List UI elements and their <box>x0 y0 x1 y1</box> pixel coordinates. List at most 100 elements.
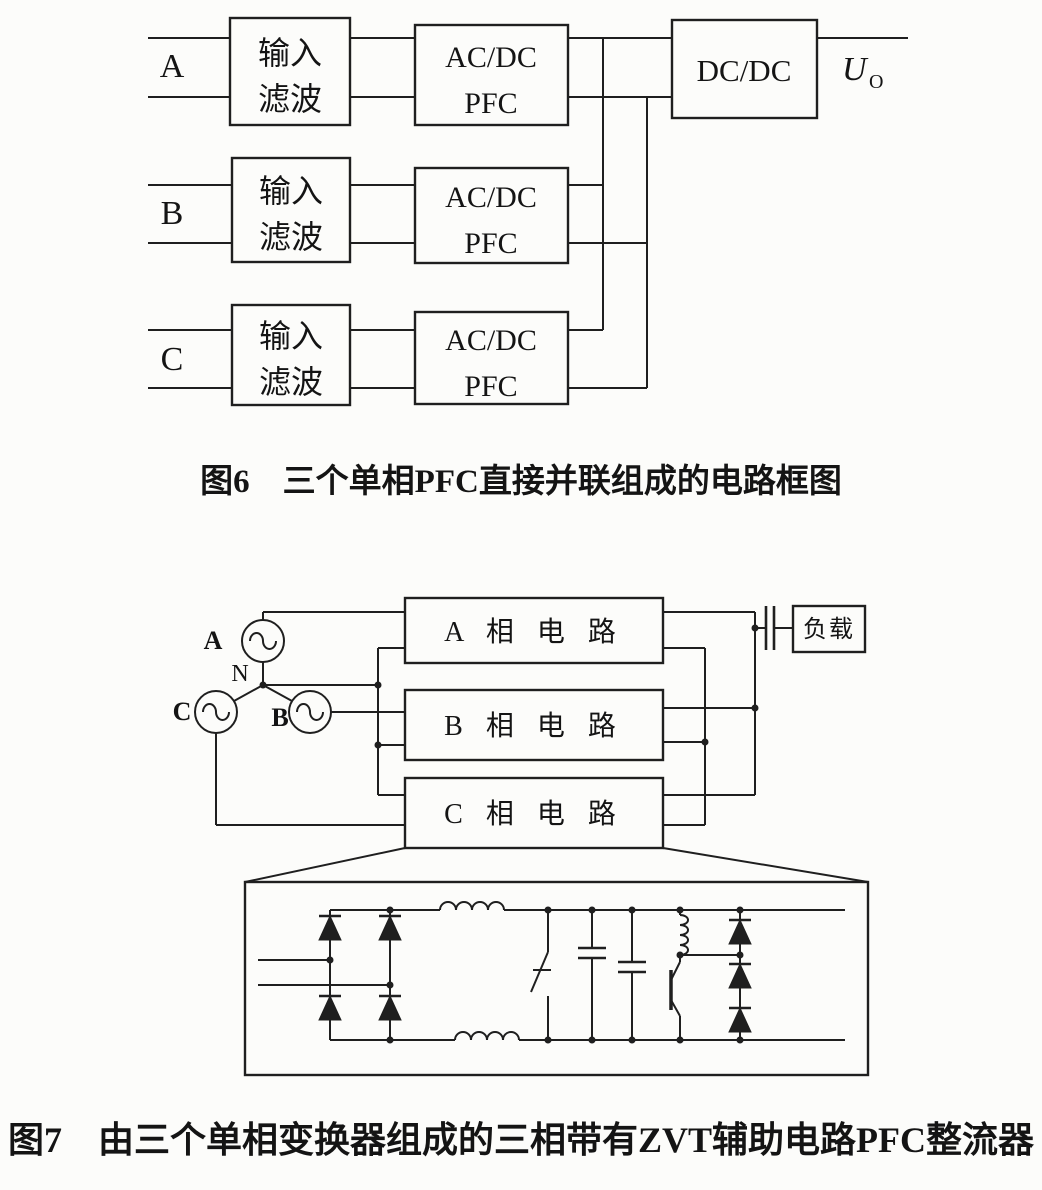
fig7-source-b-label: B <box>271 703 288 732</box>
fig7-phase-box-a-label: A 相 电 路 <box>444 616 624 648</box>
output-diode-branch <box>728 910 752 1040</box>
return-inductor-symbol <box>454 1031 520 1041</box>
fig6-phase-c-wires <box>148 329 647 389</box>
fig7-phase-box-c <box>403 776 665 850</box>
diode-icon <box>728 962 752 989</box>
fig7-output-bus-wires <box>663 611 756 826</box>
main-switch-symbol <box>530 910 551 1040</box>
junction-dot <box>676 1036 684 1044</box>
capacitor-plates <box>618 960 646 974</box>
fig6-dcdc-box <box>670 18 819 120</box>
fig6-parallel-bus-wires <box>602 38 648 388</box>
bridge-diode-symbol <box>318 914 342 941</box>
fig7-neutral-bus-wires <box>262 647 405 796</box>
bridge-input-wires <box>258 959 390 986</box>
junction-dot <box>701 738 709 746</box>
fig7-phase-box-a <box>403 596 665 665</box>
fig7-phase-box-b <box>403 688 665 762</box>
capacitor-branch-symbol <box>618 910 646 1040</box>
source-a-sine-icon <box>249 632 277 650</box>
fig6-filter-b-line2: 滤波 <box>259 219 323 255</box>
fig6-filter-b-line1: 输入 <box>259 173 323 209</box>
bridge-diode-symbol <box>378 994 402 1021</box>
fig7-load-label: 负载 <box>803 616 855 643</box>
fig6-filter-a-line2: 滤波 <box>258 81 322 117</box>
junction-dot <box>544 906 552 914</box>
junction-dot <box>588 1036 596 1044</box>
fig6-filter-box-b <box>230 156 352 264</box>
fig7-source-a-label: A <box>204 626 223 655</box>
fig6-filter-box-a <box>228 16 352 127</box>
fig6-phase-b-wires <box>148 184 647 244</box>
fig7-phase-box-c-label: C 相 电 路 <box>444 798 624 830</box>
junction-dot <box>386 981 394 989</box>
fig6-wires <box>148 37 908 389</box>
junction-dot <box>676 906 684 914</box>
figure6-block-diagram: A B C 输入 滤波 输入 滤波 输入 滤波 AC/DC PFC AC/DC … <box>148 16 908 500</box>
junction-dot <box>751 624 759 632</box>
ac-source-c-symbol <box>194 690 238 734</box>
capacitor-branch-symbol <box>578 910 606 1040</box>
zvt-aux-branch <box>669 910 740 1040</box>
fig6-pfc-c-line2: PFC <box>464 370 517 403</box>
fig6-filter-a-line1: 输入 <box>258 35 322 71</box>
fig6-phase-a-label: A <box>160 48 185 85</box>
diode-icon <box>318 994 342 1021</box>
junction-dot <box>676 951 684 959</box>
switch-blade <box>530 951 549 993</box>
fig7-phase-box-b-label: B 相 电 路 <box>444 710 624 742</box>
fig7-load-box <box>791 604 867 654</box>
fig6-phase-b-label: B <box>161 195 184 232</box>
bridge-diode-symbol <box>378 914 402 941</box>
detail-outline-box <box>243 880 870 1077</box>
fig6-filter-c-line1: 输入 <box>259 318 323 354</box>
junction-dot <box>326 956 334 964</box>
junction-dot <box>736 906 744 914</box>
junction-dot <box>628 1036 636 1044</box>
fig7-neutral-label: N <box>231 661 248 687</box>
figure7-caption: 图7 由三个单相变换器组成的三相带有ZVT辅助电路PFC整流器 <box>8 1119 1035 1160</box>
fig7-capacitor-symbol <box>764 606 776 650</box>
junction-dot <box>374 681 382 689</box>
fig6-phase-c-label: C <box>161 341 184 378</box>
fig7-detail-schematic <box>243 880 870 1077</box>
fig6-pfc-b-line1: AC/DC <box>445 181 537 214</box>
fig6-filter-box-c <box>230 303 352 407</box>
fig7-source-c-label: C <box>173 697 192 726</box>
junction-dot <box>544 1036 552 1044</box>
junction-dot <box>386 1036 394 1044</box>
fig6-filter-c-line2: 滤波 <box>259 364 323 400</box>
ac-source-a-symbol <box>241 619 285 663</box>
fig6-pfc-c-line1: AC/DC <box>445 324 537 357</box>
detail-junction-dots <box>326 906 744 1044</box>
junction-dot <box>736 951 744 959</box>
boost-inductor-symbol <box>439 901 505 911</box>
bridge-diode-symbol <box>318 994 342 1021</box>
fig6-pfc-b-line2: PFC <box>464 227 517 260</box>
fig7-callout-lines <box>244 847 869 883</box>
junction-dot <box>374 741 382 749</box>
ac-source-b-symbol <box>288 690 332 734</box>
junction-dot <box>628 906 636 914</box>
junction-dot <box>736 1036 744 1044</box>
source-c-sine-icon <box>202 703 230 721</box>
igbt-ce-leads <box>670 961 681 1017</box>
figure6-caption: 图6 三个单相PFC直接并联组成的电路框图 <box>200 463 842 500</box>
junction-dot <box>259 681 267 689</box>
fig6-output-subscript: O <box>869 71 883 93</box>
diode-icon <box>378 994 402 1021</box>
diode-icon <box>378 914 402 941</box>
fig7-source-wires <box>215 611 405 826</box>
fig7-junction-dots <box>259 624 759 749</box>
fig6-dcdc-label: DC/DC <box>697 53 792 88</box>
junction-dot <box>751 704 759 712</box>
fig6-pfc-box-b <box>413 166 570 265</box>
fig6-pfc-a-line2: PFC <box>464 87 517 120</box>
diode-icon <box>728 918 752 945</box>
source-b-sine-icon <box>296 703 324 721</box>
fig6-pfc-a-line1: AC/DC <box>445 41 537 74</box>
fig6-output-symbol: U <box>842 51 869 88</box>
capacitor-plates <box>578 946 606 960</box>
